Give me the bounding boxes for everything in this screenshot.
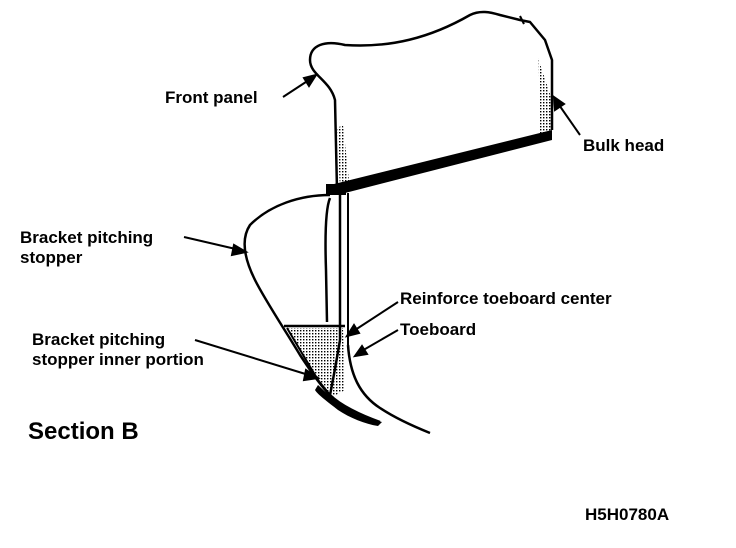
toeboard bbox=[315, 339, 431, 435]
bracket-pitching-stopper bbox=[243, 193, 345, 396]
label-reinforce-toeboard-center: Reinforce toeboard center bbox=[400, 289, 612, 308]
label-front-panel: Front panel bbox=[165, 88, 258, 107]
reinforce-toeboard-center bbox=[326, 184, 349, 345]
label-toeboard: Toeboard bbox=[400, 320, 477, 339]
figure-code: H5H0780A bbox=[585, 505, 670, 524]
bulk-head-panel bbox=[308, 10, 554, 193]
label-bracket-inner-portion-line2: stopper inner portion bbox=[32, 350, 204, 369]
leader-lines bbox=[183, 73, 581, 382]
label-bracket-pitching-stopper-line2: stopper bbox=[20, 248, 83, 267]
label-bulk-head: Bulk head bbox=[583, 136, 665, 155]
section-title: Section B bbox=[28, 418, 139, 445]
label-bracket-inner-portion-line1: Bracket pitching bbox=[32, 330, 166, 349]
label-bracket-inner-portion: Bracket pitching stopper inner portion bbox=[32, 330, 204, 370]
label-bracket-pitching-stopper: Bracket pitching stopper bbox=[20, 228, 153, 268]
bracket-inner-portion bbox=[286, 327, 345, 398]
label-bracket-pitching-stopper-line1: Bracket pitching bbox=[20, 228, 154, 247]
